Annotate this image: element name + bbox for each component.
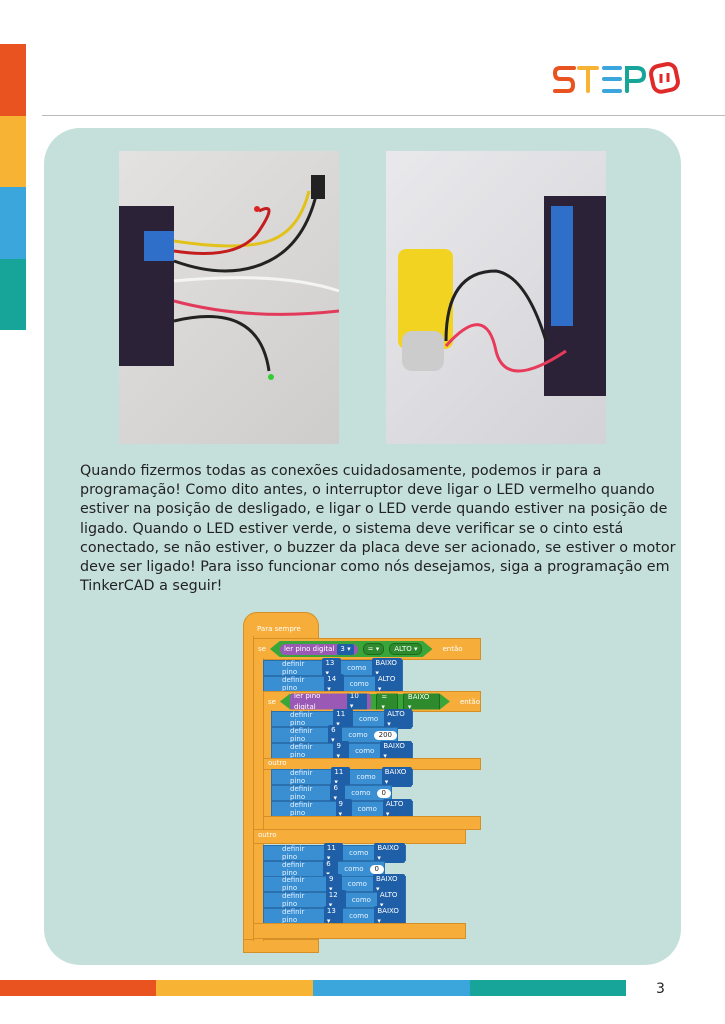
value-dropdown[interactable]: ALTO ▾: [374, 674, 403, 694]
block-label: como: [347, 880, 367, 888]
set-pin-block[interactable]: definir pino 14 ▾ como ALTO ▾: [263, 674, 403, 694]
operator-dropdown[interactable]: = ▾: [376, 693, 398, 710]
condition-2: ler pino digital 10 ▾ = ▾ BAIXO ▾: [279, 691, 450, 711]
pin-dropdown[interactable]: 10 ▾: [346, 693, 368, 710]
block-label: definir pino: [282, 892, 305, 908]
if-label: se: [258, 645, 266, 653]
block-label: como: [344, 865, 364, 873]
else-label: outro: [268, 759, 287, 767]
block-label: definir pino: [290, 801, 313, 817]
pin-dropdown[interactable]: 14 ▾: [324, 674, 344, 694]
pin-dropdown[interactable]: 6 ▾: [328, 725, 343, 745]
block-label: definir pino: [282, 845, 305, 861]
pin-dropdown[interactable]: 9 ▾: [325, 874, 342, 894]
photo-wiring-leds: [119, 151, 339, 444]
block-label: como: [349, 912, 369, 920]
forever-foot: [243, 939, 319, 953]
block-label: como: [356, 773, 376, 781]
paragraph-line: conectado, se não estiver, o buzzer da p…: [80, 539, 676, 556]
read-label: ler pino digital: [283, 644, 335, 653]
pin-dropdown[interactable]: 9 ▾: [333, 741, 350, 761]
block-label: definir pino: [282, 861, 305, 877]
else-outer: outro: [253, 829, 466, 844]
set-pin-block[interactable]: definir pino 9 ▾ como ALTO ▾: [271, 799, 413, 819]
set-pin-block[interactable]: definir pino 6 ▾ como 0: [271, 783, 392, 803]
block-label: como: [355, 747, 375, 755]
header-divider: [42, 115, 725, 116]
block-label: como: [351, 896, 371, 904]
pin-dropdown[interactable]: 11 ▾: [331, 767, 351, 787]
read-digital-pin: ler pino digital 10 ▾: [289, 691, 372, 711]
block-label: como: [348, 731, 368, 739]
paragraph-line: TinkerCAD a seguir!: [80, 578, 223, 595]
pin-dropdown[interactable]: 9 ▾: [335, 799, 352, 819]
pin-dropdown[interactable]: 13 ▾: [323, 906, 344, 926]
step-logo: [552, 60, 682, 100]
block-label: definir pino: [290, 727, 313, 743]
then-label: então: [459, 697, 480, 706]
photo-motor-wiring: [386, 151, 606, 444]
block-label: como: [349, 849, 369, 857]
value-dropdown[interactable]: BAIXO ▾: [381, 767, 412, 787]
value-input[interactable]: 0: [376, 788, 391, 798]
else-label: outro: [258, 831, 277, 839]
pin-dropdown[interactable]: 11 ▾: [323, 843, 344, 863]
operator-dropdown[interactable]: = ▾: [362, 643, 385, 655]
set-pin-block[interactable]: definir pino 11 ▾ como ALTO ▾: [271, 709, 413, 729]
paragraph-line: ligado. Quando o LED estiver verde, o si…: [80, 520, 624, 537]
value-dropdown[interactable]: ALTO ▾: [389, 643, 423, 655]
paragraph-line: estiver na posição de desligado, e ligar…: [80, 501, 668, 518]
value-dropdown[interactable]: BAIXO ▾: [372, 874, 406, 894]
value-dropdown[interactable]: BAIXO ▾: [372, 658, 403, 678]
if-block-inner: se ler pino digital 10 ▾ = ▾ BAIXO ▾ entã…: [263, 691, 481, 712]
set-pin-block[interactable]: definir pino 9 ▾ como BAIXO ▾: [263, 874, 406, 894]
pin-dropdown[interactable]: 3 ▾: [337, 643, 354, 655]
then-label: então: [442, 645, 463, 653]
forever-label: Para sempre: [257, 625, 301, 633]
value-dropdown[interactable]: ALTO ▾: [376, 890, 405, 910]
paragraph-line: deve ser ligado! Para isso funcionar com…: [80, 559, 670, 576]
value-dropdown[interactable]: BAIXO ▾: [374, 906, 405, 926]
pin-dropdown[interactable]: 6 ▾: [330, 783, 346, 803]
block-label: como: [358, 715, 379, 723]
block-label: definir pino: [290, 785, 313, 801]
block-label: definir pino: [282, 908, 305, 924]
page-number: 3: [656, 981, 665, 997]
block-label: definir pino: [290, 711, 313, 727]
set-pin-block[interactable]: definir pino 13 ▾ como BAIXO ▾: [263, 906, 406, 926]
block-label: definir pino: [290, 743, 313, 759]
forever-block: [243, 612, 319, 640]
value-dropdown[interactable]: BAIXO ▾: [374, 843, 405, 863]
block-label: definir pino: [282, 876, 305, 892]
value-input[interactable]: 0: [369, 864, 384, 874]
block-label: como: [349, 680, 369, 688]
value-input[interactable]: 200: [373, 730, 397, 740]
paragraph-line: Quando fizermos todas as conexões cuidad…: [80, 463, 602, 479]
value-dropdown[interactable]: BAIXO ▾: [402, 693, 440, 710]
read-label: ler pino digital: [293, 691, 321, 711]
block-label: como: [357, 805, 377, 813]
block-label: definir pino: [290, 769, 313, 785]
pin-dropdown[interactable]: 13 ▾: [322, 658, 342, 678]
if-label: se: [268, 697, 276, 706]
value-dropdown[interactable]: ALTO ▾: [384, 709, 412, 729]
block-label: definir pino: [282, 660, 305, 676]
outer-if-end: [253, 923, 466, 939]
value-dropdown[interactable]: BAIXO ▾: [380, 741, 412, 761]
value-dropdown[interactable]: ALTO ▾: [382, 799, 412, 819]
paragraph-line: programação! Como dito antes, o interrup…: [80, 482, 655, 499]
block-label: definir pino: [282, 676, 305, 692]
instructions-paragraph: Quando fizermos todas as conexões cuidad…: [80, 462, 676, 596]
pin-dropdown[interactable]: 11 ▾: [333, 709, 353, 729]
pin-dropdown[interactable]: 12 ▾: [325, 890, 346, 910]
set-pin-block[interactable]: definir pino 11 ▾ como BAIXO ▾: [271, 767, 413, 787]
inner-if-end: [263, 816, 481, 830]
set-pin-block[interactable]: definir pino 9 ▾ como BAIXO ▾: [271, 741, 413, 761]
block-label: como: [351, 789, 371, 797]
block-label: como: [347, 664, 367, 672]
